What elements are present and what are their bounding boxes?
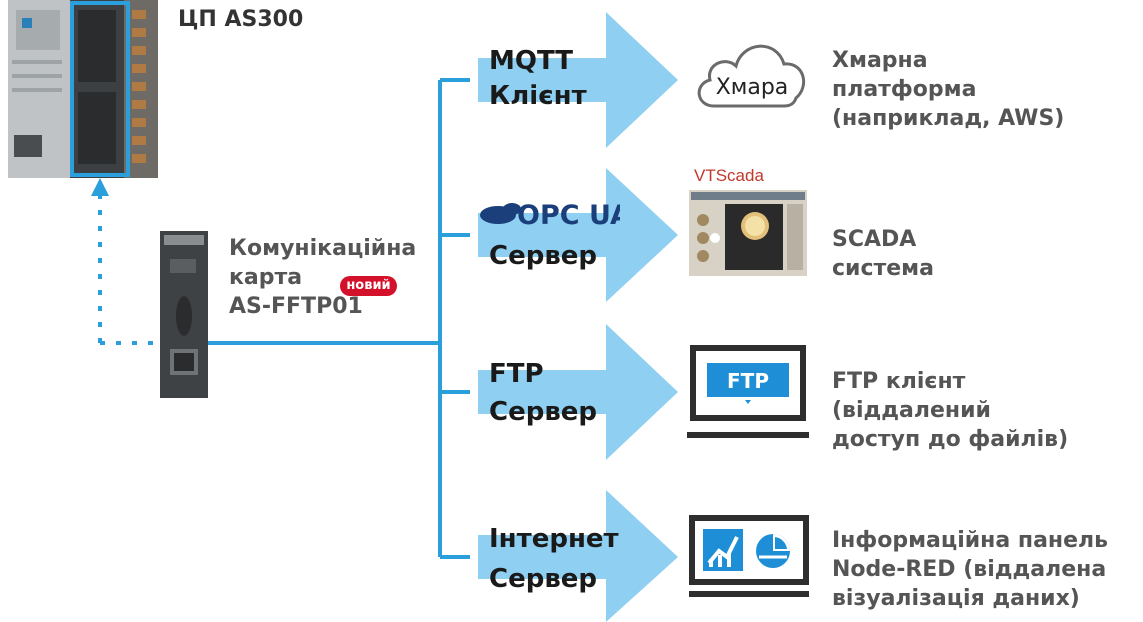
mqtt-label-2: Клієнт bbox=[489, 81, 587, 111]
dotted-link-arrowhead bbox=[91, 178, 109, 196]
dashboard-icon bbox=[689, 515, 809, 599]
ftp-label-2: Сервер bbox=[489, 397, 598, 427]
scada-text: SCADA система bbox=[832, 227, 934, 281]
new-badge: новий bbox=[340, 276, 397, 296]
cpu-module-image bbox=[8, 0, 158, 178]
comm-card-image bbox=[160, 231, 208, 398]
web-label-2: Сервер bbox=[489, 564, 598, 594]
card-label-3: AS-FFTP01 bbox=[229, 294, 363, 319]
new-badge-label: новий bbox=[346, 278, 391, 293]
card-label-1: Комунікаційна bbox=[229, 236, 417, 261]
dotted-link bbox=[98, 196, 160, 345]
opc-label-2: Сервер bbox=[489, 241, 598, 271]
bus-lines bbox=[205, 78, 470, 559]
scada-screenshot bbox=[689, 190, 807, 276]
cloud-icon: Хмара bbox=[692, 28, 812, 118]
card-label-2: карта bbox=[229, 265, 303, 290]
laptop-icon: FTP bbox=[687, 345, 809, 445]
cpu-title: ЦП AS300 bbox=[178, 7, 304, 32]
node-red-text: Інформаційна панель Node-RED (віддалена … bbox=[832, 528, 1109, 611]
service-arrows bbox=[478, 12, 678, 622]
opc-ua-logo-text: OPC UA bbox=[517, 200, 620, 231]
arrow-opc bbox=[478, 168, 678, 302]
opc-ua-logo: OPC UA bbox=[470, 197, 631, 235]
cloud-icon-label: Хмара bbox=[716, 75, 789, 100]
laptop-icon-label: FTP bbox=[727, 369, 769, 393]
cloud-platform-text: Хмарна платформа (наприклад, AWS) bbox=[832, 48, 1065, 131]
arrow-web bbox=[478, 490, 678, 622]
ftp-label-1: FTP bbox=[489, 359, 544, 389]
vtscada-logo: VTScada bbox=[694, 166, 764, 185]
arrow-mqtt bbox=[478, 12, 678, 148]
web-label-1: Інтернет bbox=[489, 524, 619, 554]
ftp-client-text: FTP клієнт (віддалений доступ до файлів) bbox=[832, 369, 1069, 452]
arrow-ftp bbox=[478, 324, 678, 460]
mqtt-label-1: MQTT bbox=[489, 46, 574, 76]
